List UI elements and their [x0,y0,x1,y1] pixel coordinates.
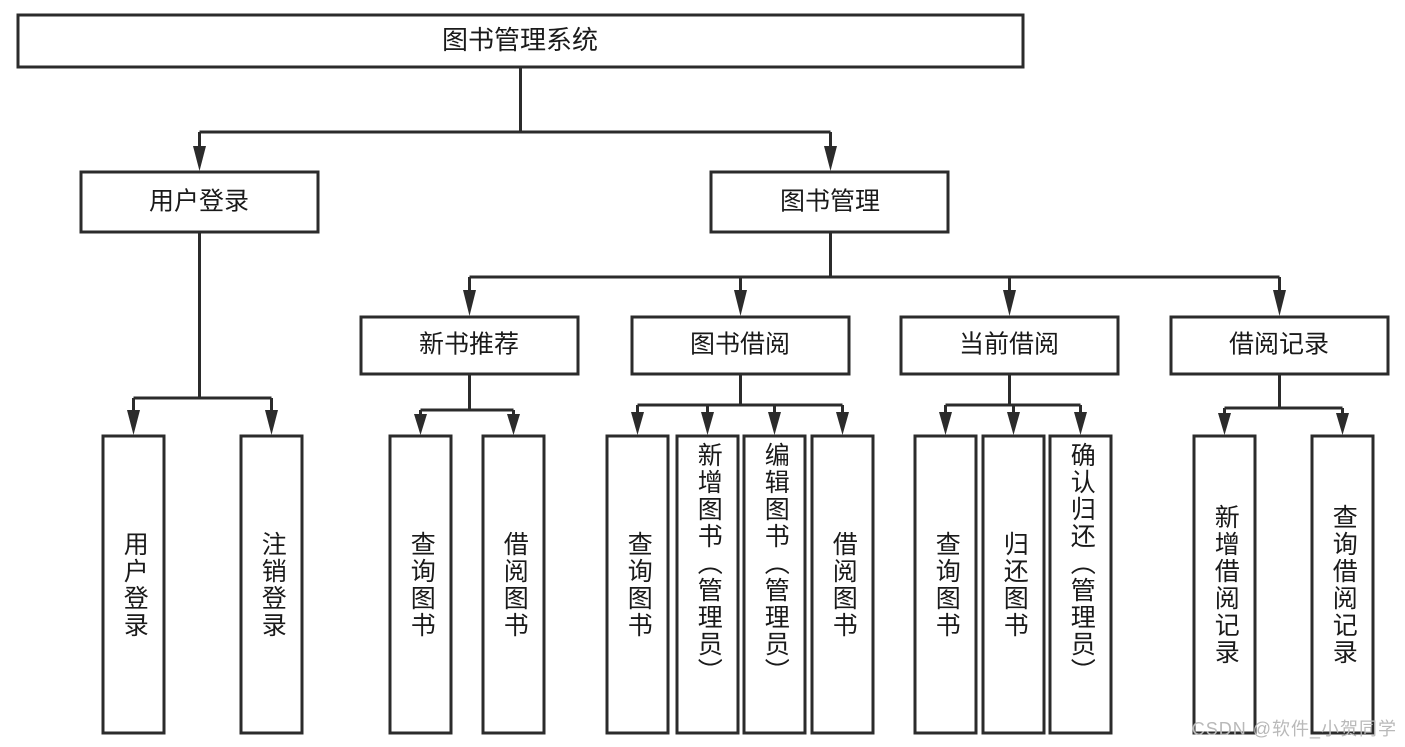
arrowhead-borrow [734,290,747,316]
node-book-borrow-label: 图书借阅 [690,331,790,359]
node-user-login-box[interactable] [79,170,320,234]
node-book-borrow-box[interactable] [630,315,851,376]
arrowhead-record-add [1218,413,1231,435]
arrowhead-borrow-add [701,412,714,435]
node-root[interactable]: 图书管理系统 [16,13,1025,69]
arrowhead-current-query [939,412,952,435]
node-user-login-label: 用户登录 [149,188,249,216]
node-current-borrow-label: 当前借阅 [959,331,1059,359]
leaf-box-newbook-borrow[interactable] [481,434,546,735]
leaf-box-current-return[interactable] [981,434,1046,735]
node-root-box[interactable] [16,13,1025,69]
node-book-manage-box[interactable] [709,170,950,234]
node-book-borrow[interactable]: 图书借阅 [630,315,851,376]
leaf-box-borrow-query[interactable] [605,434,670,735]
node-current-borrow-box[interactable] [899,315,1120,376]
node-current-borrow[interactable]: 当前借阅 [899,315,1120,376]
connector-layer [127,67,1349,435]
leaf-box-record-query[interactable] [1310,434,1375,735]
arrowhead-user-login [193,146,206,171]
node-book-manage-label: 图书管理 [780,188,880,216]
arrowhead-leaf-user-login [127,410,140,435]
arrowhead-leaf-logout [265,410,278,435]
node-borrow-record-label: 借阅记录 [1229,331,1329,359]
leaf-box-record-add[interactable] [1192,434,1257,735]
leaf-box-current-confirm[interactable] [1048,434,1113,735]
leaf-box-logout[interactable] [239,434,304,735]
leaf-box-borrow-lend[interactable] [810,434,875,735]
arrowhead-borrow-lend [836,412,849,435]
node-borrow-record-box[interactable] [1169,315,1390,376]
arrowhead-record-query [1336,413,1349,435]
leaf-box-current-query[interactable] [913,434,978,735]
node-root-label: 图书管理系统 [442,25,598,55]
arrowhead-borrow-query [631,412,644,435]
csdn-watermark: CSDN @软件_小贺同学 [1191,719,1397,739]
node-new-book-recommend[interactable]: 新书推荐 [359,315,580,376]
arrowhead-borrow-record [1273,290,1286,316]
arrowhead-borrow-edit [768,412,781,435]
arrowhead-current-borrow [1003,290,1016,316]
arrowhead-newbook-query [414,414,427,435]
node-new-book-recommend-box[interactable] [359,315,580,376]
arrowhead-newbook-borrow [507,414,520,435]
leaf-box-layer [101,434,1375,735]
arrowhead-current-confirm [1074,412,1087,435]
arrowhead-newbook [463,290,476,316]
node-book-manage[interactable]: 图书管理 [709,170,950,234]
leaf-box-borrow-add[interactable] [675,434,740,735]
node-new-book-recommend-label: 新书推荐 [419,331,519,359]
arrowhead-book-manage [824,146,837,171]
leaf-box-newbook-query[interactable] [388,434,453,735]
leaf-box-borrow-edit[interactable] [742,434,807,735]
leaf-box-user-login[interactable] [101,434,166,735]
node-borrow-record[interactable]: 借阅记录 [1169,315,1390,376]
node-user-login[interactable]: 用户登录 [79,170,320,234]
arrowhead-current-return [1007,412,1020,435]
